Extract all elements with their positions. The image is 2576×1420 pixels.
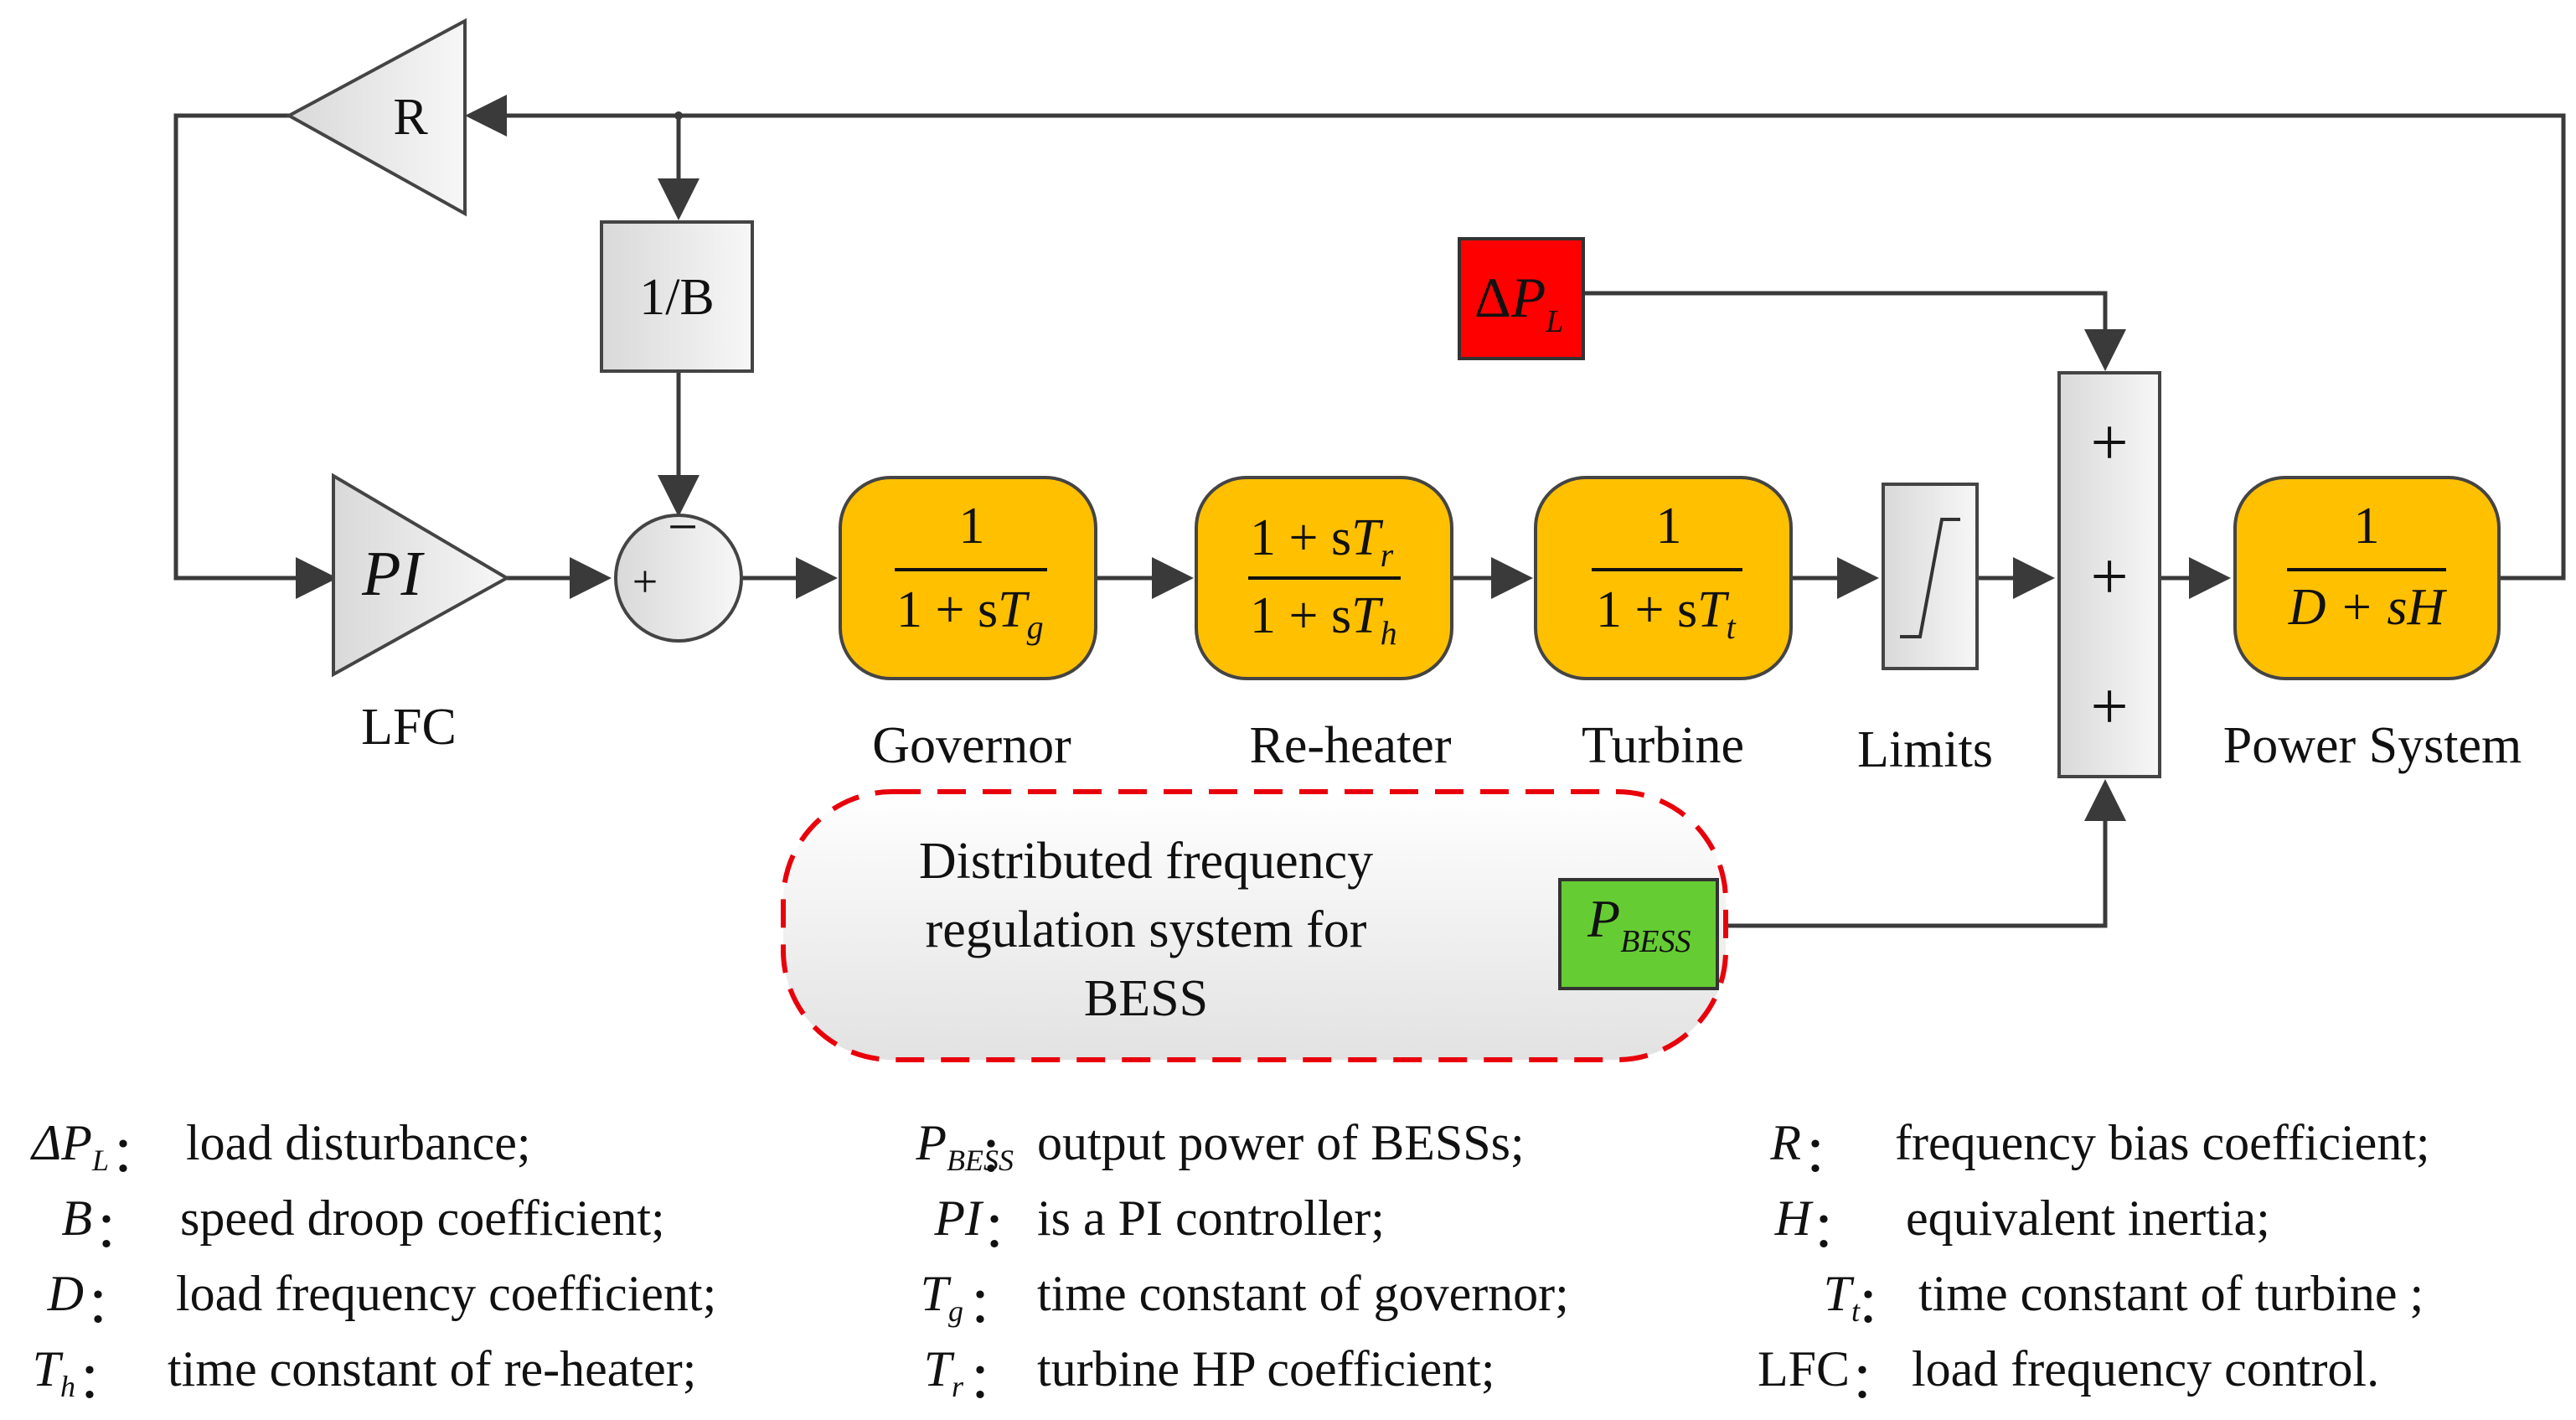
legend-text: frequency bias coefficient;: [1895, 1115, 2430, 1170]
delta-pl-sub: L: [1545, 304, 1563, 339]
power-system-num: 1: [2354, 498, 2380, 555]
legend-colon: ：: [85, 1278, 136, 1334]
legend-symbol: R: [1770, 1115, 1801, 1170]
legend-colon: ：: [968, 1354, 1018, 1409]
legend-symbol: D: [47, 1266, 84, 1321]
legend-colon: ：: [94, 1203, 144, 1258]
reheater-num-var: T: [1351, 509, 1384, 566]
pi-gain-label: PI: [361, 539, 425, 609]
pi-gain-block[interactable]: [332, 472, 511, 678]
legend-text: output power of BESSs;: [1037, 1115, 1525, 1170]
summer-sign-2: +: [2090, 540, 2128, 614]
legend-symbol: LFC: [1757, 1341, 1850, 1397]
junction-dot: [674, 111, 683, 120]
legend-colon: ：: [1803, 1128, 1853, 1183]
pbess-to-summer-wire: [1717, 779, 2126, 928]
legend-text: turbine HP coefficient;: [1037, 1341, 1495, 1397]
legend-text: equivalent inertia;: [1906, 1190, 2270, 1246]
delta-pl-label: ΔPL: [1474, 266, 1563, 339]
p-bess-block[interactable]: [1558, 878, 1719, 990]
governor-den: 1 + sTg: [896, 581, 1044, 646]
reheater-den-sub: h: [1381, 614, 1397, 652]
legend-symbol: ΔPL: [32, 1115, 109, 1177]
governor-num: 1: [959, 498, 985, 555]
feedback-wire: [465, 95, 2566, 581]
legend-symbol: Tt: [1823, 1266, 1860, 1328]
legend-symbol: Tr: [923, 1341, 963, 1403]
bess-region-line-1: Distributed frequency: [919, 833, 1373, 890]
p-bess-sub: BESS: [1620, 924, 1691, 959]
legend-colon: ：: [968, 1278, 1018, 1334]
legend-symbol: PI: [934, 1190, 982, 1246]
legend-colon: ：: [982, 1203, 1032, 1258]
delta-pl-delta: Δ: [1474, 266, 1511, 329]
one-over-b-block[interactable]: [600, 220, 754, 373]
turbine-block[interactable]: [1534, 476, 1793, 680]
limits-label: Limits: [1857, 721, 1993, 778]
turbine-den-var: T: [1697, 581, 1730, 638]
turbine-den-sub: t: [1727, 608, 1737, 646]
summer-block[interactable]: [2057, 371, 2161, 778]
legend-text: is a PI controller;: [1037, 1190, 1385, 1246]
legend-colon: ：: [77, 1354, 127, 1409]
turbine-label: Turbine: [1582, 717, 1744, 774]
legend-symbol: Tg: [920, 1266, 963, 1328]
governor-den-prefix: 1 + s: [896, 581, 998, 638]
legend-colon: ：: [111, 1128, 161, 1183]
reheater-num-prefix: 1 + s: [1250, 509, 1351, 566]
reheater-den-var: T: [1351, 587, 1384, 644]
delta-pl-var: P: [1510, 266, 1546, 329]
one-over-b-label: 1/B: [639, 269, 715, 326]
reheater-den-prefix: 1 + s: [1250, 587, 1351, 644]
turbine-den-prefix: 1 + s: [1596, 581, 1697, 638]
lfc-label: LFC: [361, 699, 457, 756]
summing-junction[interactable]: [614, 514, 743, 643]
bess-region: [781, 789, 1728, 1062]
summer-sign-1: +: [2090, 406, 2128, 480]
legend-colon: ：: [1811, 1203, 1861, 1258]
summer-sign-3: +: [2090, 670, 2128, 744]
legend-text: time constant of turbine ;: [1918, 1266, 2424, 1321]
legend-text: load frequency control.: [1912, 1341, 2380, 1397]
turbine-num: 1: [1656, 498, 1682, 555]
r-to-pi-wire: [173, 113, 338, 599]
governor-den-var: T: [998, 581, 1030, 638]
governor-den-sub: g: [1027, 608, 1044, 646]
governor-block[interactable]: [839, 476, 1097, 680]
p-bess-var: P: [1587, 889, 1620, 948]
reheater-num-sub: r: [1381, 536, 1394, 574]
bess-region-line-3: BESS: [1084, 970, 1208, 1027]
legend: ΔPL ： load disturbance; PBESS ： output p…: [0, 1106, 2576, 1420]
legend-text: load disturbance;: [186, 1115, 531, 1170]
reheater-num: 1 + sTr: [1250, 509, 1394, 574]
legend-colon: ：: [978, 1128, 1029, 1183]
power-system-label: Power System: [2223, 717, 2522, 774]
legend-symbol: PBESS: [916, 1115, 1014, 1177]
legend-text: time constant of governor;: [1037, 1266, 1569, 1321]
reheater-den: 1 + sTh: [1250, 587, 1397, 652]
legend-text: speed droop coefficient;: [180, 1190, 665, 1246]
reheater-label: Re-heater: [1250, 717, 1452, 774]
block-diagram: R 1/B PI LFC − + 1 1 + sTg Governor 1 + …: [173, 18, 2566, 1062]
r-gain-block[interactable]: [285, 18, 467, 217]
governor-label: Governor: [872, 717, 1071, 774]
saturation-icon: [1900, 518, 1960, 638]
deltapl-to-summer-wire: [1583, 291, 2126, 371]
bess-region-line-2: regulation system for: [926, 901, 1367, 958]
legend-text: load frequency coefficient;: [176, 1266, 717, 1321]
sum-plus-sign: +: [632, 556, 658, 607]
legend-colon: ：: [1850, 1354, 1900, 1409]
delta-pl-block[interactable]: [1458, 237, 1585, 360]
r-gain-label: R: [393, 89, 428, 146]
legend-text: time constant of re-heater;: [168, 1341, 697, 1397]
power-system-block[interactable]: [2233, 476, 2501, 680]
p-bess-label: PBESS: [1587, 889, 1691, 959]
legend-symbol: Th: [32, 1341, 75, 1403]
turbine-den: 1 + sTt: [1596, 581, 1737, 646]
legend-symbol: B: [61, 1190, 92, 1246]
sum-minus-sign: −: [668, 497, 698, 556]
power-system-den: D + sH: [2288, 579, 2448, 636]
legend-colon: ：: [1856, 1278, 1906, 1334]
legend-symbol: H: [1774, 1190, 1811, 1246]
